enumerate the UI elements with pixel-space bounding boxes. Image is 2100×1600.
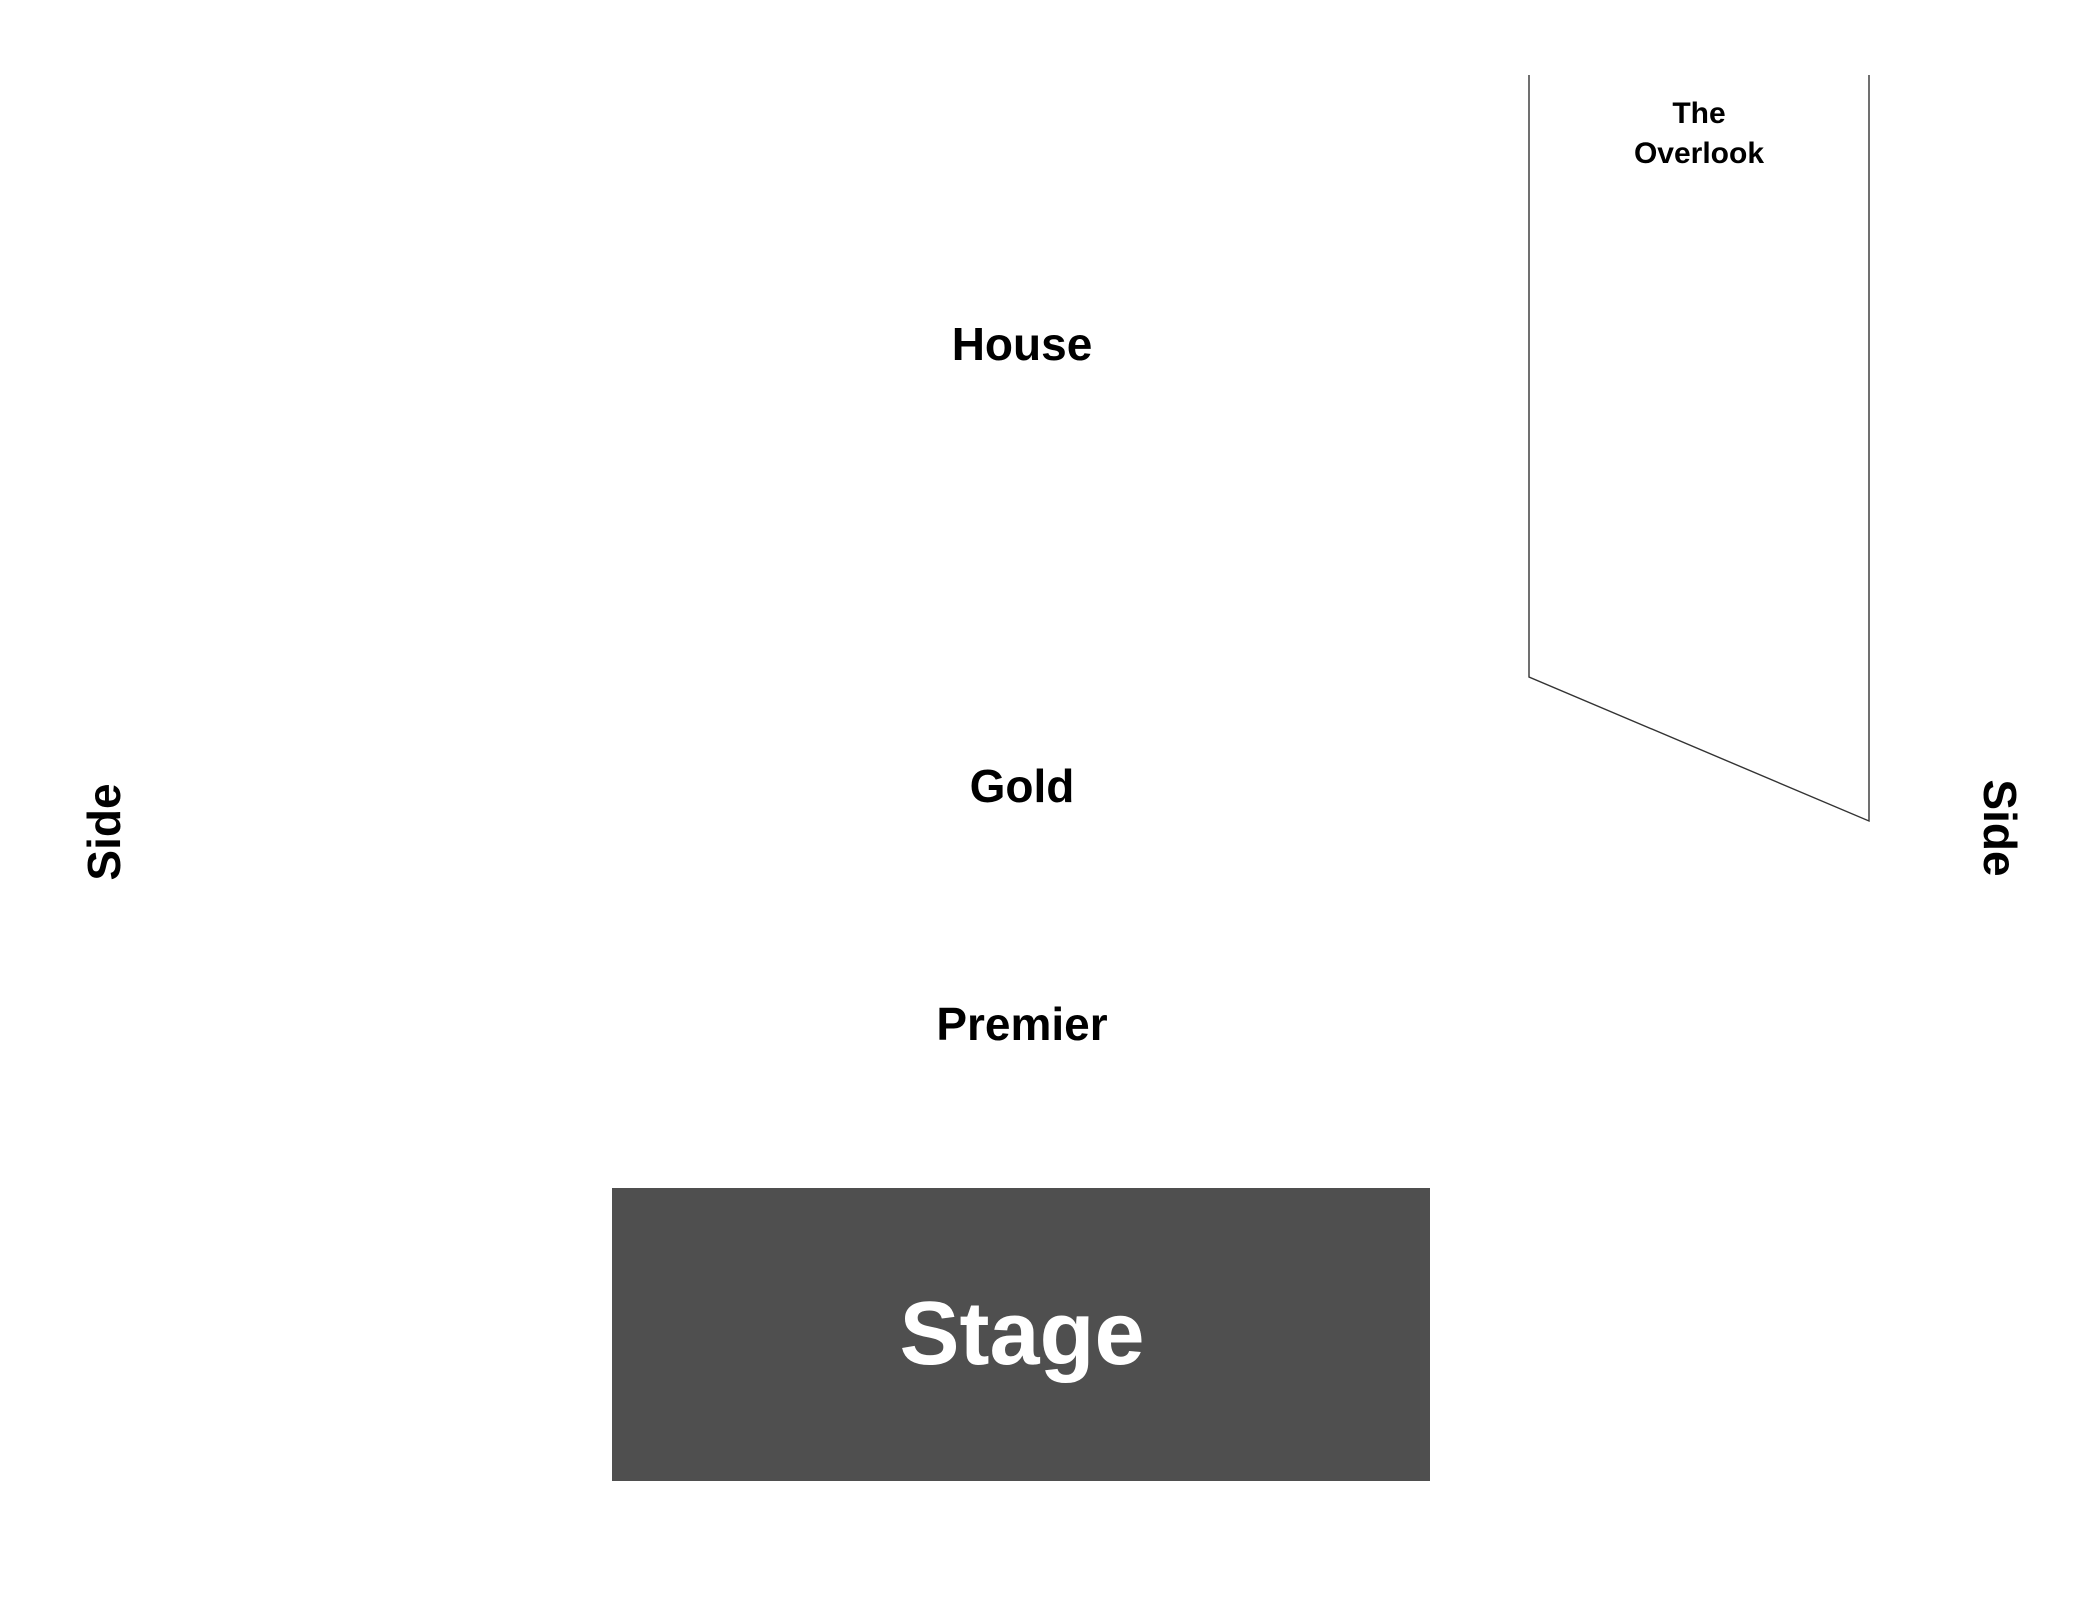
side-right-section-label[interactable]: Side [1974, 779, 2026, 876]
overlook-section[interactable]: The Overlook [1528, 75, 1870, 823]
stage: Stage [612, 1188, 1430, 1481]
premier-section-label[interactable]: Premier [936, 998, 1107, 1050]
stage-block [612, 1188, 1430, 1481]
house-section-label[interactable]: House [952, 318, 1093, 370]
gold-section-label[interactable]: Gold [970, 760, 1075, 812]
overlook-label-line2: Overlook [1634, 137, 1764, 170]
overlook-outline [1528, 75, 1870, 823]
overlook-label-line1: The [1672, 97, 1725, 130]
side-left-section-label[interactable]: Side [78, 783, 130, 880]
stage-label: Stage [899, 1284, 1144, 1384]
